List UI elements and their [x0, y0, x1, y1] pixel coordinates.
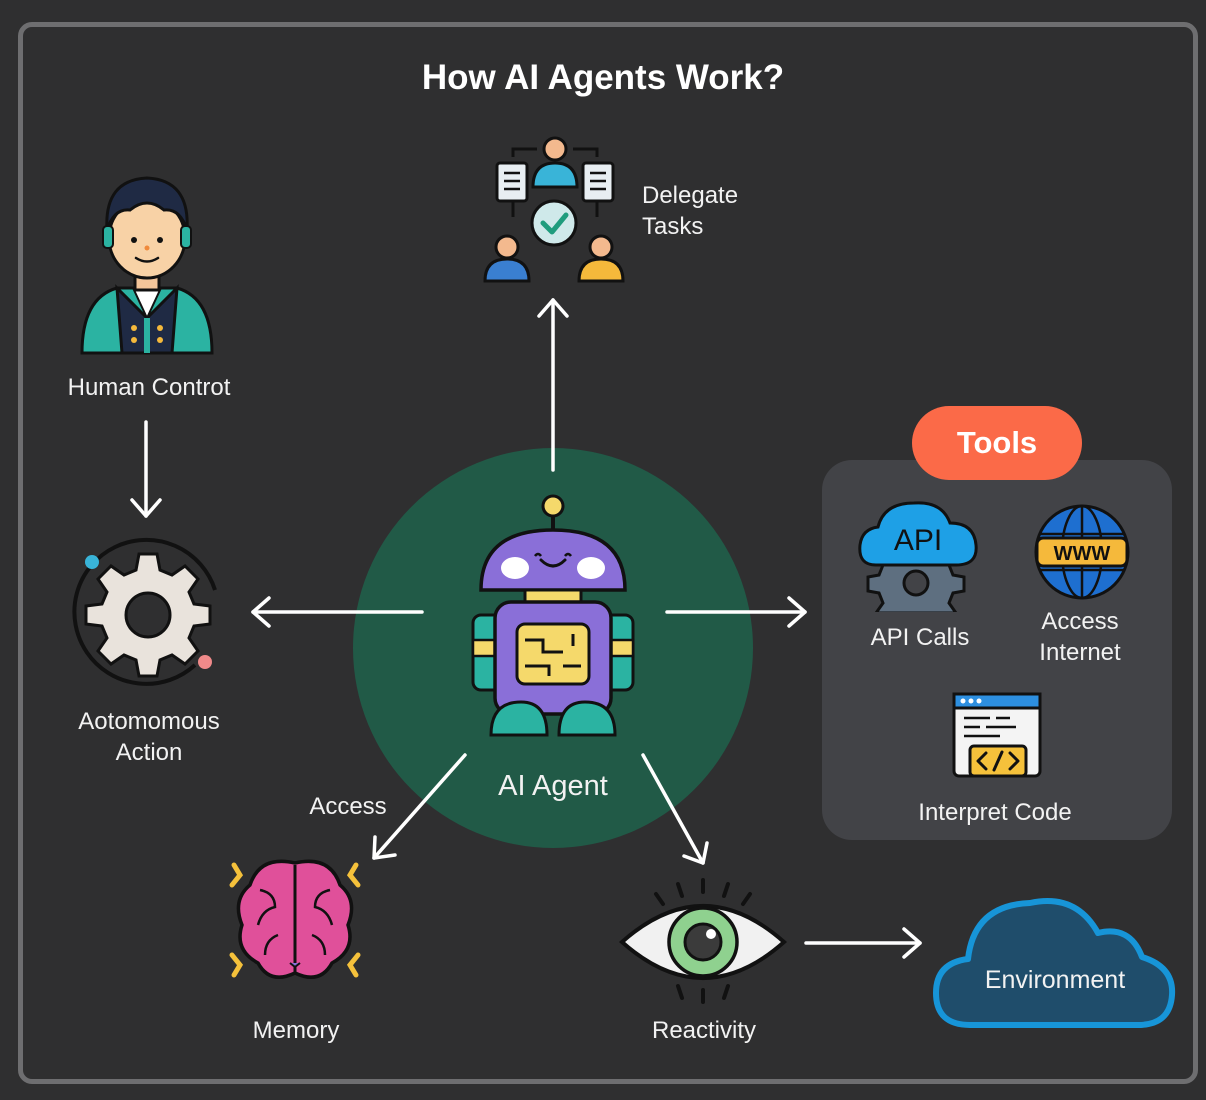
robot-icon — [471, 494, 635, 737]
api-calls-label: API Calls — [870, 624, 970, 651]
eye-icon — [618, 878, 788, 1004]
delegate-tasks-label: Delegate Tasks — [642, 182, 739, 240]
delegate-tasks-icon — [483, 136, 625, 283]
human-icon — [80, 176, 214, 355]
memory-label: Memory — [252, 1017, 340, 1044]
interpret-code-label: Interpret Code — [918, 799, 1072, 826]
gear-icon — [72, 537, 217, 686]
environment-label: Environment — [984, 966, 1126, 994]
arrow-to-memory — [372, 753, 467, 860]
brain-icon — [229, 859, 361, 979]
arrow-human-to-action — [130, 420, 162, 518]
ai-agent-label: AI Agent — [498, 770, 608, 802]
access-internet-label: Access Internet — [1039, 608, 1121, 666]
arrow-to-tools — [665, 596, 807, 628]
arrow-to-action — [251, 596, 424, 628]
www-icon-text: WWW — [1054, 543, 1111, 565]
reactivity-label: Reactivity — [651, 1017, 757, 1044]
api-icon-text: API — [894, 524, 942, 557]
code-window-icon — [952, 692, 1042, 778]
arrow-to-reactivity — [641, 753, 709, 865]
access-edge-label: Access — [309, 793, 387, 820]
autonomous-action-label: Aotomomous Action — [78, 708, 220, 766]
arrow-to-delegate — [537, 298, 569, 472]
globe-icon: WWW — [1034, 504, 1130, 600]
tools-heading: Tools — [912, 406, 1082, 480]
arrow-to-environment — [804, 927, 922, 959]
environment-cloud-icon — [933, 898, 1176, 1028]
human-control-label: Human Controt — [67, 374, 231, 401]
api-cloud-icon: API — [858, 501, 978, 612]
diagram-title: How AI Agents Work? — [421, 58, 785, 97]
